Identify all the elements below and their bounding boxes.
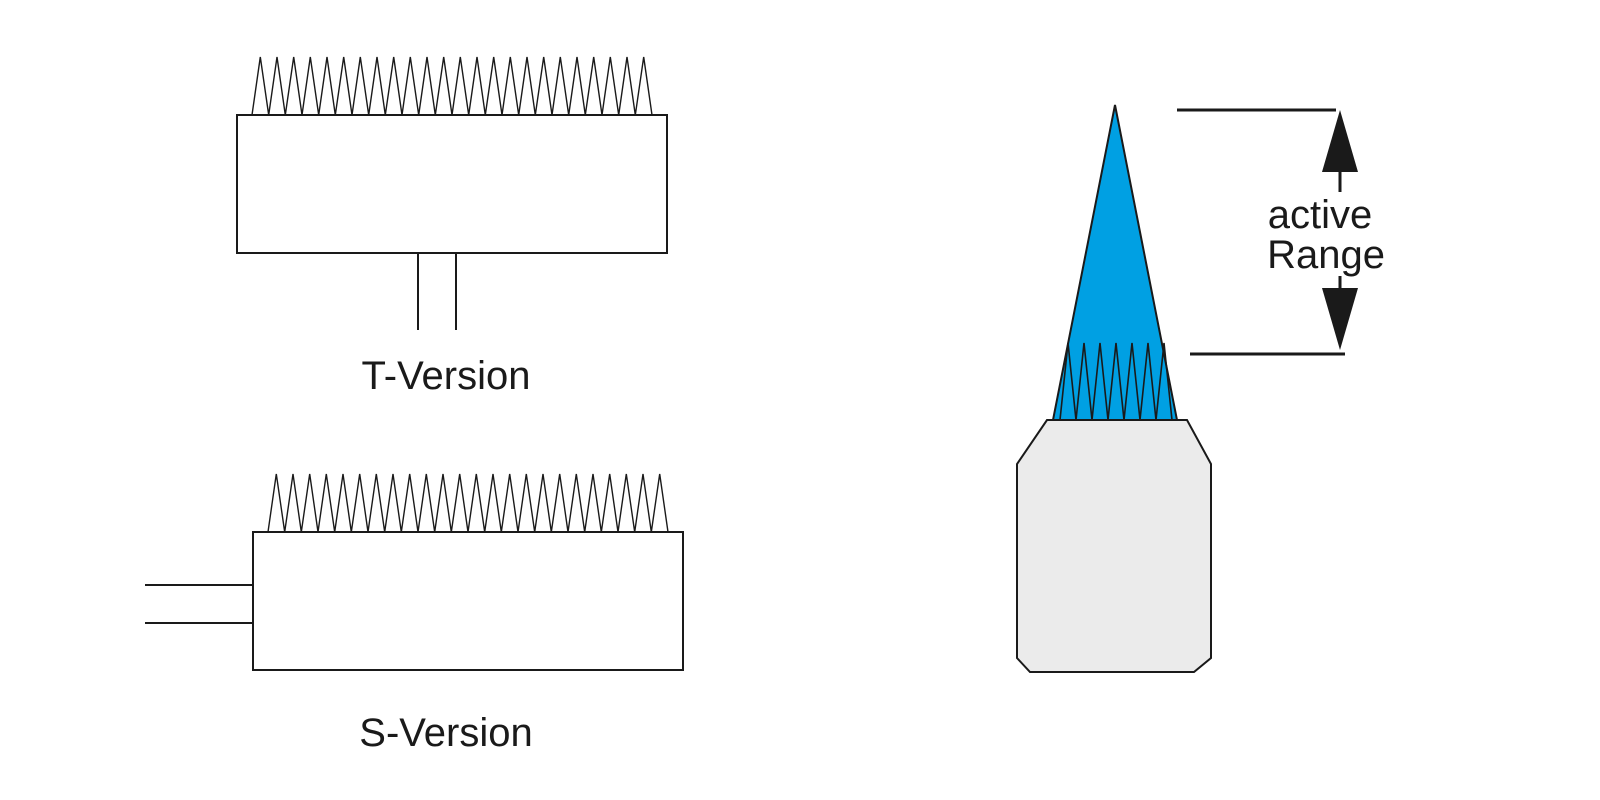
s-version-probe: S-Version bbox=[145, 473, 684, 755]
t-version-spikes bbox=[251, 56, 653, 116]
arrow-down-icon bbox=[1322, 288, 1358, 350]
t-version-caption: T-Version bbox=[362, 354, 531, 398]
s-version-caption: S-Version bbox=[359, 711, 532, 755]
s-version-spikes bbox=[267, 473, 669, 533]
sensor-body bbox=[1016, 419, 1212, 673]
t-version-probe: T-Version bbox=[236, 56, 668, 398]
sensor-spikes bbox=[1059, 342, 1173, 421]
s-version-body bbox=[252, 531, 684, 671]
t-version-body bbox=[236, 114, 668, 254]
range-label-line1: active bbox=[1268, 193, 1373, 237]
sensor-probe: active Range bbox=[1016, 104, 1385, 673]
range-label-line2: Range bbox=[1267, 233, 1385, 277]
arrow-up-icon bbox=[1322, 110, 1358, 172]
